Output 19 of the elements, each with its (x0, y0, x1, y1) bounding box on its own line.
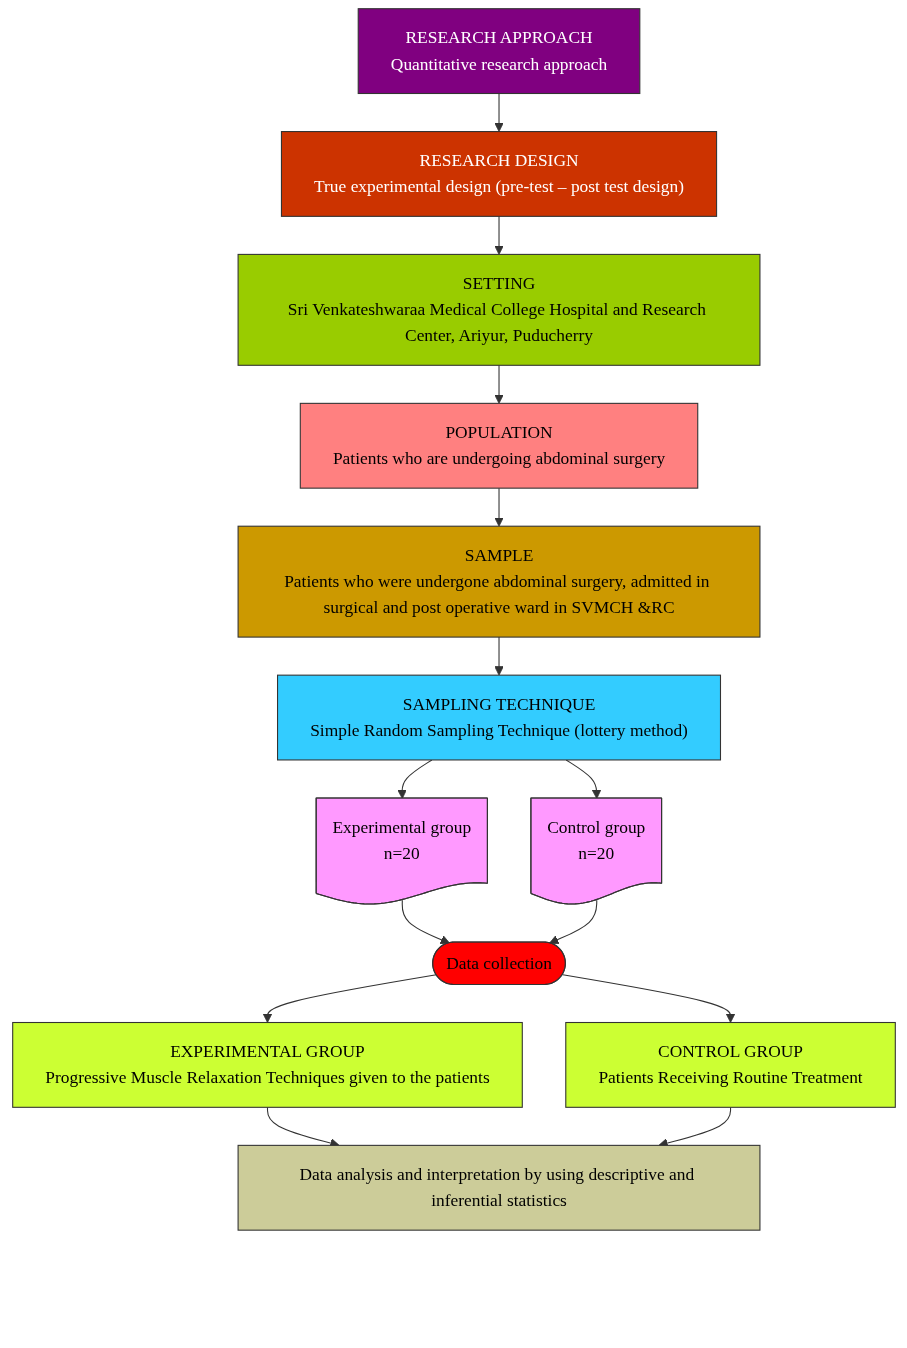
node-box: SAMPLING TECHNIQUE Simple Random Sampling Technique (lottery method) (276, 674, 721, 761)
arrow (561, 974, 735, 1023)
arrow (401, 899, 450, 945)
arrow (396, 759, 432, 799)
node-box: SETTING Sri Venkateshwaraa Medical College Hospital and Research Center, Ariyur, Puducherry (237, 253, 760, 366)
arrow (548, 899, 597, 945)
arrow (493, 215, 504, 255)
arrow (493, 92, 504, 132)
arrow (565, 759, 601, 799)
arrow (493, 364, 504, 404)
node-box: POPULATION Patients who are undergoing abdominal surgery (299, 402, 698, 489)
node-box: RESEARCH DESIGN True experimental design (pre-test – post test design) (280, 131, 717, 217)
node-box: RESEARCH APPROACH Quantitative research approach (357, 8, 640, 95)
node-box: Data analysis and interpretation by using descriptive and inferential statistics (237, 1144, 760, 1231)
arrow (493, 487, 504, 527)
arrow (493, 636, 504, 676)
node-box: SAMPLE Patients who were undergone abdominal surgery, admitted in surgical and post operative ward in SVMCH &RC (237, 525, 760, 638)
node-box: EXPERIMENTAL GROUP Progressive Muscle Relaxation Techniques given to the patients (11, 1021, 523, 1108)
node-box: CONTROL GROUP Patients Receiving Routine Treatment (564, 1021, 896, 1108)
